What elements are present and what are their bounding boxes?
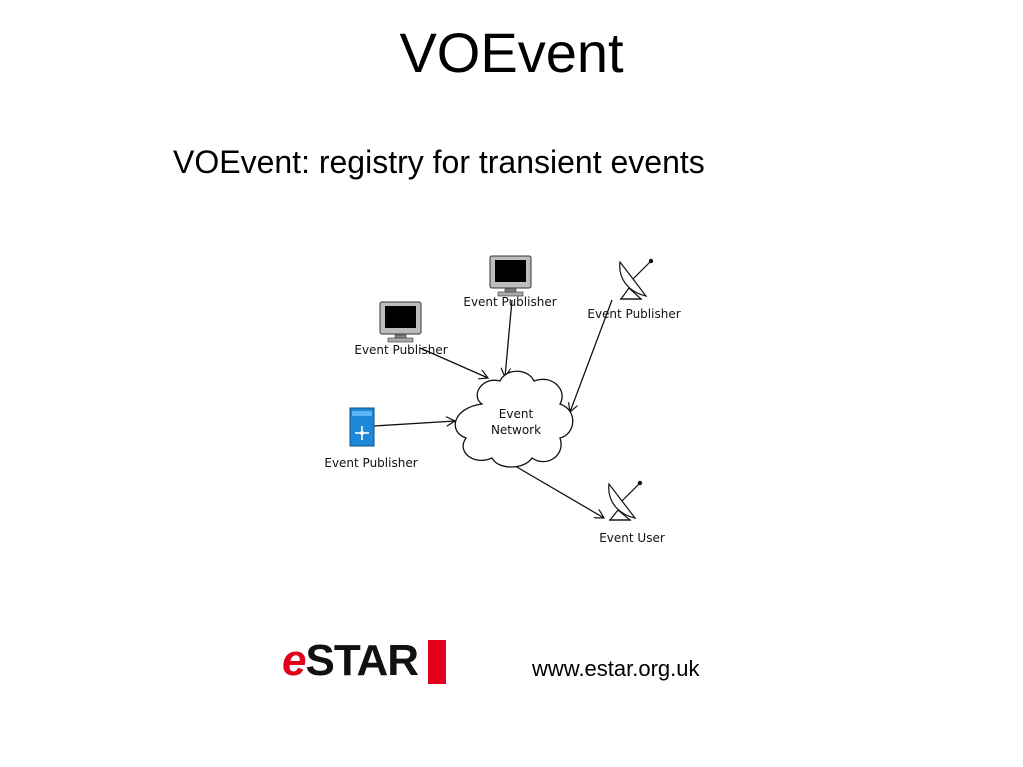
estar-logo-e: e bbox=[282, 636, 307, 685]
server-icon bbox=[349, 407, 375, 447]
satellite-dish-icon bbox=[608, 480, 643, 521]
network-label-line1: Event bbox=[499, 407, 534, 421]
publisher-dish-label: Event Publisher bbox=[587, 307, 680, 321]
edge-network-to-user bbox=[509, 462, 604, 518]
event-network-node: Event Network bbox=[454, 370, 574, 468]
monitor-icon bbox=[489, 255, 532, 297]
edge-server-publisher-to-network bbox=[373, 421, 455, 427]
slide-title: VOEvent bbox=[399, 21, 624, 84]
publisher-server-node: Event Publisher bbox=[324, 407, 418, 470]
satellite-dish-icon bbox=[619, 258, 654, 300]
network-label-line2: Network bbox=[491, 423, 541, 437]
estar-logo-star: STAR bbox=[305, 636, 419, 685]
diagram-edges bbox=[373, 299, 613, 518]
monitor-icon bbox=[379, 301, 422, 343]
publisher-top-label: Event Publisher bbox=[463, 295, 556, 309]
event-user-label: Event User bbox=[599, 531, 665, 545]
publisher-left-node: Event Publisher bbox=[354, 301, 448, 357]
cloud-icon bbox=[454, 370, 574, 468]
event-user-node: Event User bbox=[599, 480, 665, 545]
publisher-server-label: Event Publisher bbox=[324, 456, 417, 470]
slide-subtitle: VOEvent: registry for transient events bbox=[173, 144, 705, 180]
edge-top-publisher-to-network bbox=[505, 299, 513, 377]
publisher-top-node: Event Publisher bbox=[463, 255, 557, 309]
edge-dish-publisher-to-network bbox=[570, 299, 613, 412]
estar-logo-text: eSTAR bbox=[282, 636, 419, 685]
estar-url[interactable]: www.estar.org.uk bbox=[532, 656, 700, 681]
publisher-left-label: Event Publisher bbox=[354, 343, 447, 357]
publisher-dish-node: Event Publisher bbox=[587, 258, 681, 321]
estar-logo-bar bbox=[428, 640, 446, 684]
edge-left-publisher-to-network bbox=[419, 347, 488, 378]
